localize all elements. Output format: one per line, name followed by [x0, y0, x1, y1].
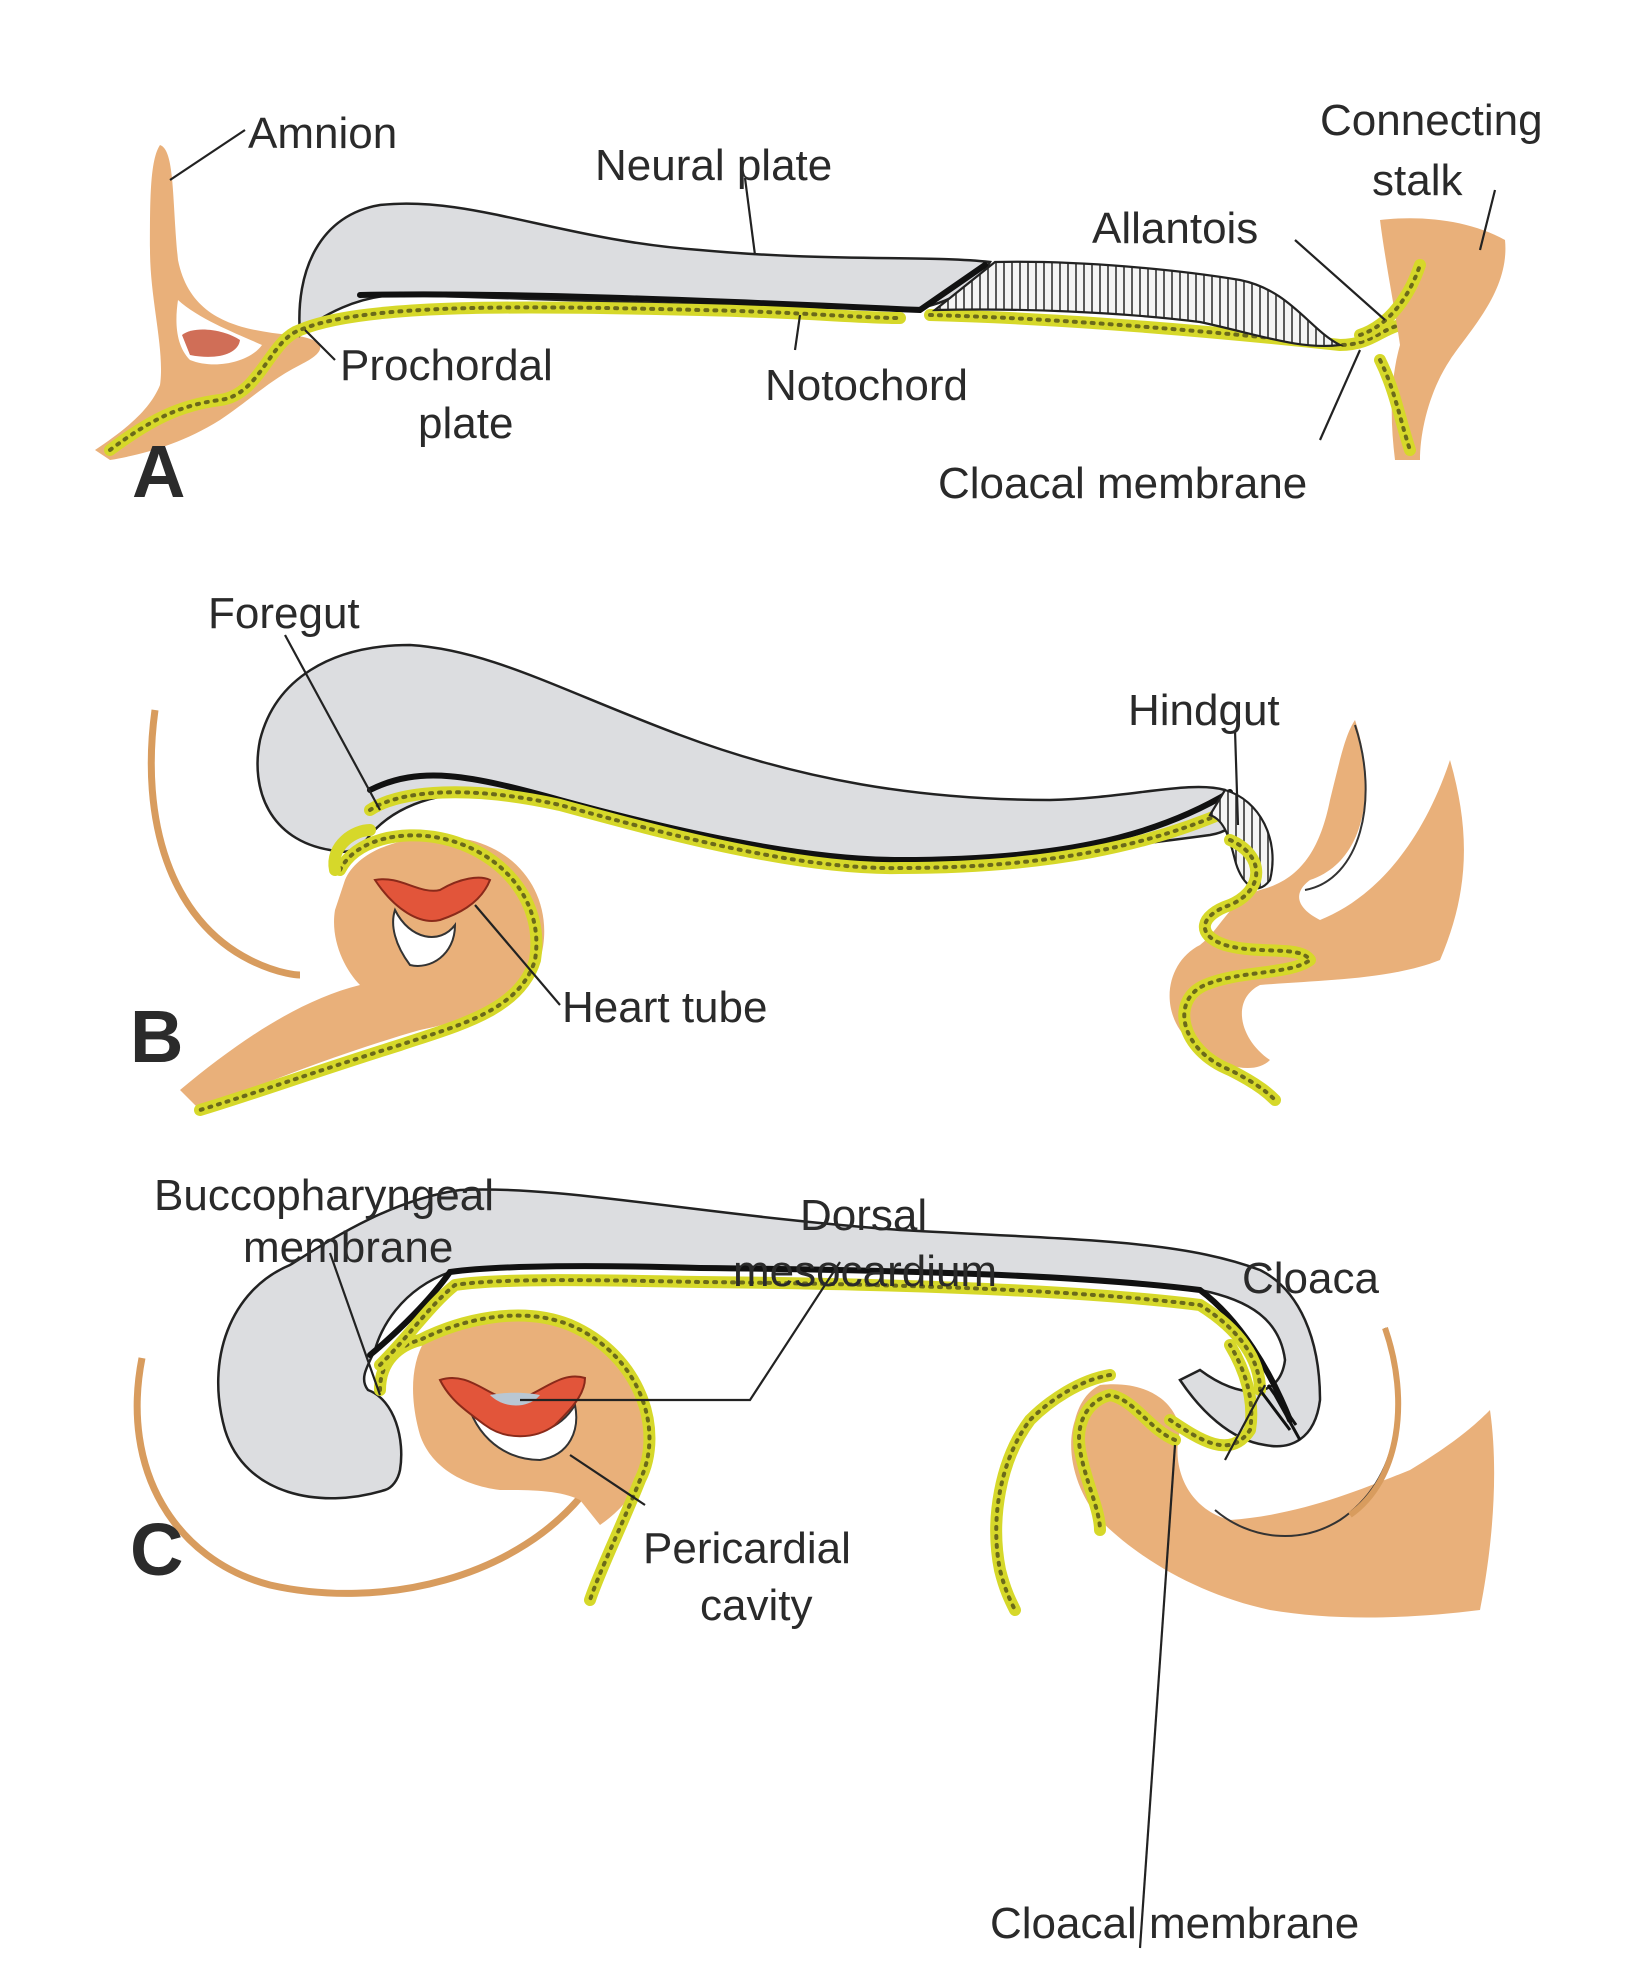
label-hindgut: Hindgut [1128, 686, 1280, 735]
leader-heart-tube [474, 904, 561, 1006]
label-cloaca: Cloaca [1242, 1254, 1379, 1303]
leader-cloaca [1224, 1384, 1266, 1461]
amnion-arc-right-b [1304, 724, 1367, 891]
label-connecting-stalk-1: Connecting [1320, 96, 1543, 145]
panel-letter-b: B [130, 995, 183, 1078]
panel-c: Buccopharyngeal membrane Dorsal mesocard… [130, 1171, 1495, 1949]
label-neural-plate: Neural plate [595, 141, 832, 190]
heart-cavity-b [392, 907, 457, 967]
panel-b: Foregut Hindgut Heart tube B [130, 589, 1464, 1116]
amnion-blood-island [182, 329, 240, 357]
leader-allantois [1294, 239, 1386, 321]
label-cloacal-membrane-c: Cloacal membrane [990, 1899, 1359, 1948]
label-cloacal-membrane-a: Cloacal membrane [938, 459, 1307, 508]
label-pericardial-cavity-2: cavity [700, 1581, 812, 1630]
amnion-tissue [95, 145, 321, 460]
leader-cloacal-membrane-a [1318, 349, 1362, 441]
leader-dorsal-mesocardium [520, 1261, 841, 1402]
notochord-line [357, 262, 988, 314]
label-allantois: Allantois [1092, 204, 1258, 253]
label-pericardial-cavity-1: Pericardial [643, 1524, 851, 1573]
label-amnion: Amnion [248, 109, 397, 158]
label-dorsal-mesocardium-2: mesocardium [733, 1247, 997, 1296]
notochord-b [367, 772, 1233, 864]
amnion-arc-left-c [133, 1357, 593, 1597]
caudal-tissue-b [1169, 720, 1464, 1069]
neural-tube-b [256, 643, 1239, 862]
label-notochord: Notochord [765, 361, 968, 410]
leader-connecting-stalk [1478, 189, 1497, 251]
leader-cloacal-membrane-c [1138, 1444, 1177, 1949]
label-dorsal-mesocardium-1: Dorsal [800, 1191, 927, 1240]
label-prochordal-2: plate [418, 399, 513, 448]
label-prochordal-1: Prochordal [340, 341, 553, 390]
panel-a: Amnion Neural plate Connecting stalk All… [95, 96, 1543, 513]
notochord-c [367, 1263, 1293, 1423]
leader-neural-plate [743, 177, 757, 256]
leader-notochord [793, 314, 802, 351]
heart-tube-b [373, 876, 492, 922]
leader-prochordal [304, 329, 336, 361]
label-buccopharyngeal-2: membrane [243, 1223, 453, 1272]
leader-hindgut [1233, 729, 1240, 826]
label-buccopharyngeal-1: Buccopharyngeal [154, 1171, 494, 1220]
leader-buccopharyngeal [328, 1252, 382, 1396]
amnion-arc-left-b [147, 709, 301, 979]
pericardial-tissue-b [180, 836, 545, 1110]
panel-letter-c: C [130, 1508, 183, 1591]
label-heart-tube: Heart tube [562, 983, 767, 1032]
allantois-shape [931, 260, 1344, 348]
label-foregut: Foregut [208, 589, 360, 638]
leader-pericardial-cavity [569, 1454, 646, 1506]
dorsal-mesocardium-c [490, 1392, 540, 1406]
leader-foregut [284, 634, 381, 811]
leader-amnion [169, 129, 246, 181]
panel-letter-a: A [132, 430, 185, 513]
label-connecting-stalk-2: stalk [1372, 156, 1463, 205]
cloacal-membrane-fibers-c [1258, 1384, 1302, 1441]
